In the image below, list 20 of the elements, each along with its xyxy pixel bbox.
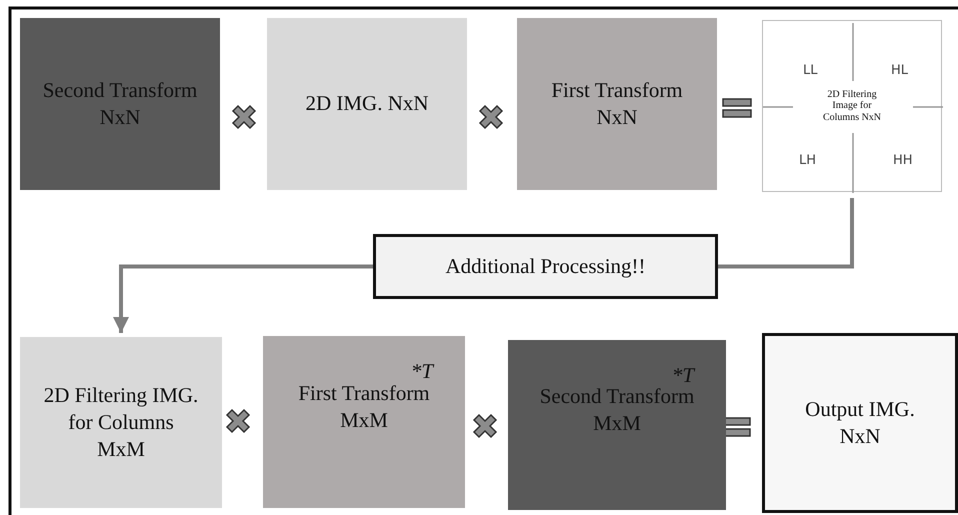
process-box (20, 337, 222, 508)
process-box (508, 340, 726, 510)
subband-label: LL (803, 63, 818, 80)
subband-label: HL (891, 63, 908, 80)
process-box (762, 333, 958, 513)
process-box (517, 18, 717, 190)
subband-label: HH (893, 153, 913, 170)
connector-arrow (113, 264, 373, 333)
process-box (20, 18, 220, 190)
box-label: First Transform NxN (550, 76, 684, 131)
process-box (267, 18, 467, 190)
box-label: Output IMG. NxN (804, 396, 916, 450)
panel-caption: 2D Filtering Image for Columns NxN (822, 88, 882, 124)
box-label: 2D Filtering IMG. for Columns MxM (42, 382, 200, 464)
process-box (373, 234, 718, 299)
subband-label: LH (799, 153, 816, 170)
box-label: Second Transform NxN (42, 76, 198, 131)
box-label: 2D IMG. NxN (304, 90, 430, 118)
box-label: Additional Processing!! (444, 252, 647, 280)
process-box (263, 336, 465, 508)
